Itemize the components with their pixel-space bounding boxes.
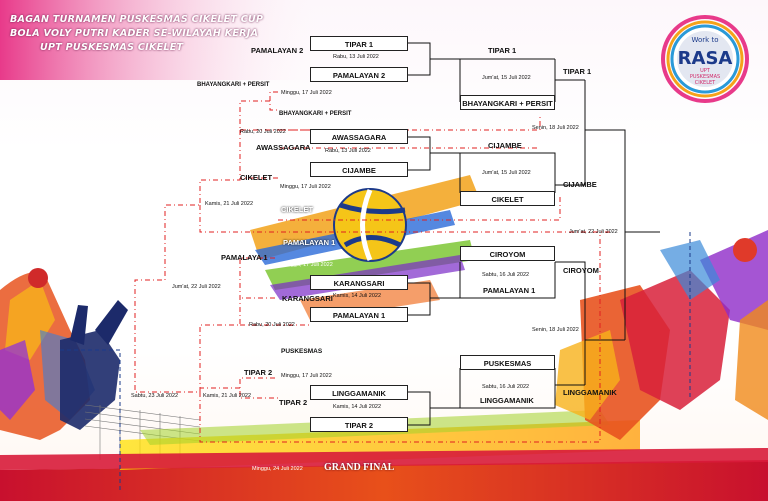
loser-date: Minggu, 17 Juli 2022: [280, 184, 331, 190]
semi-winner-label: LINGGAMANIK: [563, 388, 617, 397]
r2-winner-label: CIJAMBE: [488, 141, 522, 150]
r2-date: Jum'at, 15 Juli 2022: [482, 75, 531, 81]
r1-team-box: PAMALAYAN 2: [310, 67, 408, 82]
r2-team-box: PUSKESMAS: [460, 355, 555, 370]
loser-date: Minggu, 17 Juli 2022: [281, 90, 332, 96]
loser-date: Minggu, 17 Juli 2022: [282, 262, 333, 268]
title-line-2: BOLA VOLY PUTRI KADER SE-WILAYAH KERJA: [10, 28, 259, 39]
r1-date: Rabu, 13 Juli 2022: [325, 148, 371, 154]
loser-date: Kamis, 21 Juli 2022: [205, 201, 253, 207]
loser-label: BHAYANGKARI + PERSIT: [197, 82, 270, 88]
logo-sub-text-2: PUSKESMAS: [690, 74, 720, 80]
loser-label: PUSKESMAS: [281, 348, 323, 355]
logo-main-text: RASA: [678, 48, 733, 69]
r1-team-box: PAMALAYAN 1: [310, 307, 408, 322]
loser-label: PAMALAYAN 2: [251, 46, 304, 55]
r2-winner-label: LINGGAMANIK: [480, 396, 534, 405]
title-line-3: UPT PUSKESMAS CIKELET: [40, 42, 184, 53]
loser-date: Rabu, 20 Juli 2022: [240, 129, 286, 135]
loser-date: Sabtu, 23 Juli 2022: [131, 393, 179, 399]
loser-label: PAMALAYAN 1: [283, 238, 336, 247]
r1-team-box: CIJAMBE: [310, 162, 408, 177]
loser-label: BHAYANGKARI + PERSIT: [279, 111, 352, 117]
loser-label: TIPAR 2: [244, 368, 273, 377]
logo-top-text: Work to: [692, 36, 719, 44]
r1-team-box: TIPAR 1: [310, 36, 408, 51]
r1-team-box: KARANGSARI: [310, 275, 408, 290]
logo-sub-text-1: UPT: [700, 68, 711, 74]
final-date: Jum'at, 22 Juli 2022: [569, 229, 618, 235]
r2-date: Jum'at, 15 Juli 2022: [482, 170, 531, 176]
loser-label: CIKELET: [240, 173, 273, 182]
left-player-silhouette: [0, 268, 128, 440]
r2-date: Sabtu, 16 Juli 2022: [482, 384, 530, 390]
event-logo: Work to RASA UPT PUSKESMAS CIKELET: [661, 15, 749, 103]
r2-winner-label: TIPAR 1: [488, 46, 517, 55]
loser-label: KARANGSARI: [282, 294, 333, 303]
grand-final-date: Minggu, 24 Juli 2022: [252, 466, 303, 472]
semi-date: Senin, 18 Juli 2022: [532, 125, 579, 131]
r1-team-box: LINGGAMANIK: [310, 385, 408, 400]
r1-date: Rabu, 13 Juli 2022: [333, 54, 379, 60]
grand-final-label: GRAND FINAL: [324, 462, 395, 473]
loser-label: PAMALAYA 1: [221, 253, 268, 262]
r1-team-box: TIPAR 2: [310, 417, 408, 432]
semi-winner-label: CIJAMBE: [563, 180, 597, 189]
r1-team-box: AWASSAGARA: [310, 129, 408, 144]
loser-date: Rabu, 20 Juli 2022: [249, 322, 295, 328]
right-player-silhouette: [555, 230, 768, 440]
loser-label: CIKELET: [281, 205, 314, 214]
volleyball-icon: [333, 188, 407, 262]
r1-date: Kamis, 14 Juli 2022: [333, 404, 381, 410]
r2-date: Sabtu, 16 Juli 2022: [482, 272, 530, 278]
loser-date: Kamis, 21 Juli 2022: [203, 393, 251, 399]
r2-team-box: CIKELET: [460, 191, 555, 206]
r2-winner-label: PAMALAYAN 1: [483, 286, 536, 295]
semi-winner-label: CIROYOM: [563, 266, 599, 275]
r2-team-box: CIROYOM: [460, 246, 555, 261]
title-line-1: BAGAN TURNAMEN PUSKESMAS CIKELET CUP: [10, 14, 264, 25]
loser-date: Minggu, 17 Juli 2022: [281, 373, 332, 379]
semi-winner-label: TIPAR 1: [563, 67, 592, 76]
semi-date: Senin, 18 Juli 2022: [532, 327, 579, 333]
r1-date: Kamis, 14 Juli 2022: [333, 293, 381, 299]
loser-date: Jum'at, 22 Juli 2022: [172, 284, 221, 290]
loser-label: AWASSAGARA: [256, 143, 311, 152]
r2-team-box: BHAYANGKARI + PERSIT: [460, 95, 555, 110]
loser-label: TIPAR 2: [279, 398, 308, 407]
logo-sub-text-3: CIKELET: [695, 80, 716, 86]
